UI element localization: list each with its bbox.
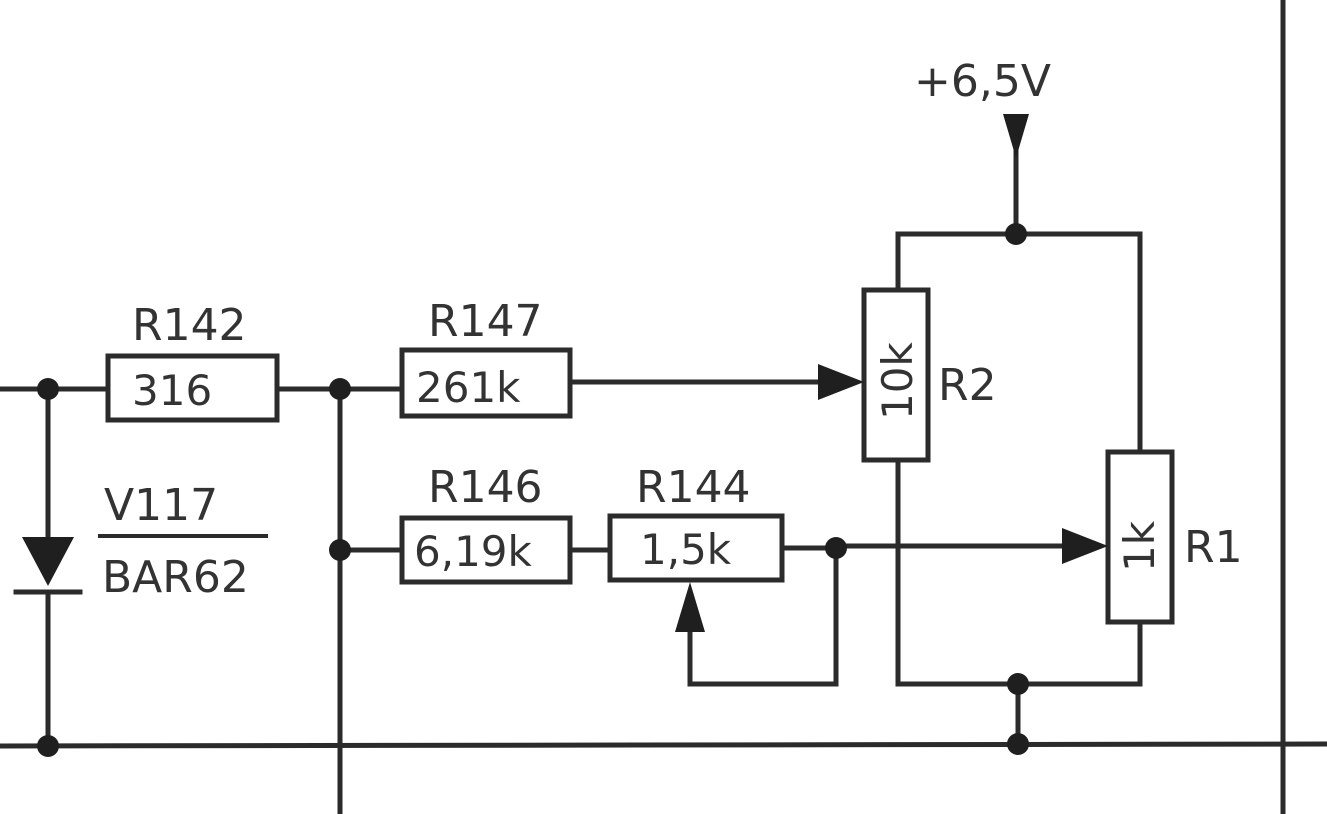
diode-v117-part: BAR62 (102, 552, 249, 603)
resistor-r146-body (399, 515, 573, 585)
resistor-r146-ref: R146 (428, 462, 543, 513)
resistor-r1: 1k R1 (1062, 449, 1243, 625)
wire-bottom-rail (895, 457, 1143, 687)
node-bottom-rail (1007, 673, 1029, 695)
resistor-r2-body (861, 287, 931, 463)
node-r144-out (825, 537, 847, 559)
supply-terminal: +6,5V (914, 56, 1051, 158)
node-top-rail (1005, 223, 1027, 245)
supply-label: +6,5V (914, 56, 1051, 107)
resistor-r147-ref: R147 (428, 296, 543, 347)
resistor-r1-ref: R1 (1184, 522, 1243, 573)
resistor-r2-value: 10k (873, 342, 922, 420)
node-ground-right (1007, 733, 1029, 755)
resistor-r1-body (1105, 449, 1175, 625)
resistor-r142-body (105, 353, 280, 423)
resistor-r144-body (607, 513, 785, 583)
resistor-r1-value: 1k (1115, 520, 1164, 572)
resistor-r144-ref: R144 (636, 462, 751, 513)
diode-v117-ref: V117 (104, 480, 218, 531)
resistor-r142-value: 316 (132, 366, 212, 415)
resistor-r1-wiper-arrow-icon (1062, 528, 1108, 564)
resistor-r146: R146 6,19k (399, 462, 573, 585)
resistor-r2-wiper-arrow-icon (818, 364, 864, 400)
resistor-r146-value: 6,19k (414, 527, 533, 576)
resistor-r142: R142 316 (105, 300, 280, 423)
diode-v117: V117 BAR62 (13, 480, 268, 603)
resistor-r147-body (399, 347, 573, 419)
node-diode-ground (37, 735, 59, 757)
wire-top-rail (895, 231, 1143, 455)
resistor-r142-ref: R142 (132, 300, 247, 351)
resistor-r147: R147 261k (399, 296, 573, 419)
resistor-r144: R144 1,5k (607, 462, 785, 632)
node-input (37, 378, 59, 400)
resistor-r2-ref: R2 (938, 360, 997, 411)
wire-r144-wiper-loop (687, 545, 839, 687)
diode-v117-triangle-icon (22, 537, 74, 586)
node-r142-out (329, 378, 351, 400)
junction-nodes (37, 223, 1029, 757)
resistor-r2: 10k R2 (818, 287, 997, 463)
supply-arrow-icon (1003, 114, 1029, 158)
resistor-r144-value: 1,5k (640, 525, 732, 574)
node-r146-in (329, 539, 351, 561)
resistor-r144-wiper-arrow-icon (675, 582, 705, 632)
resistor-r147-value: 261k (416, 363, 521, 412)
wire-ground (0, 741, 1327, 749)
